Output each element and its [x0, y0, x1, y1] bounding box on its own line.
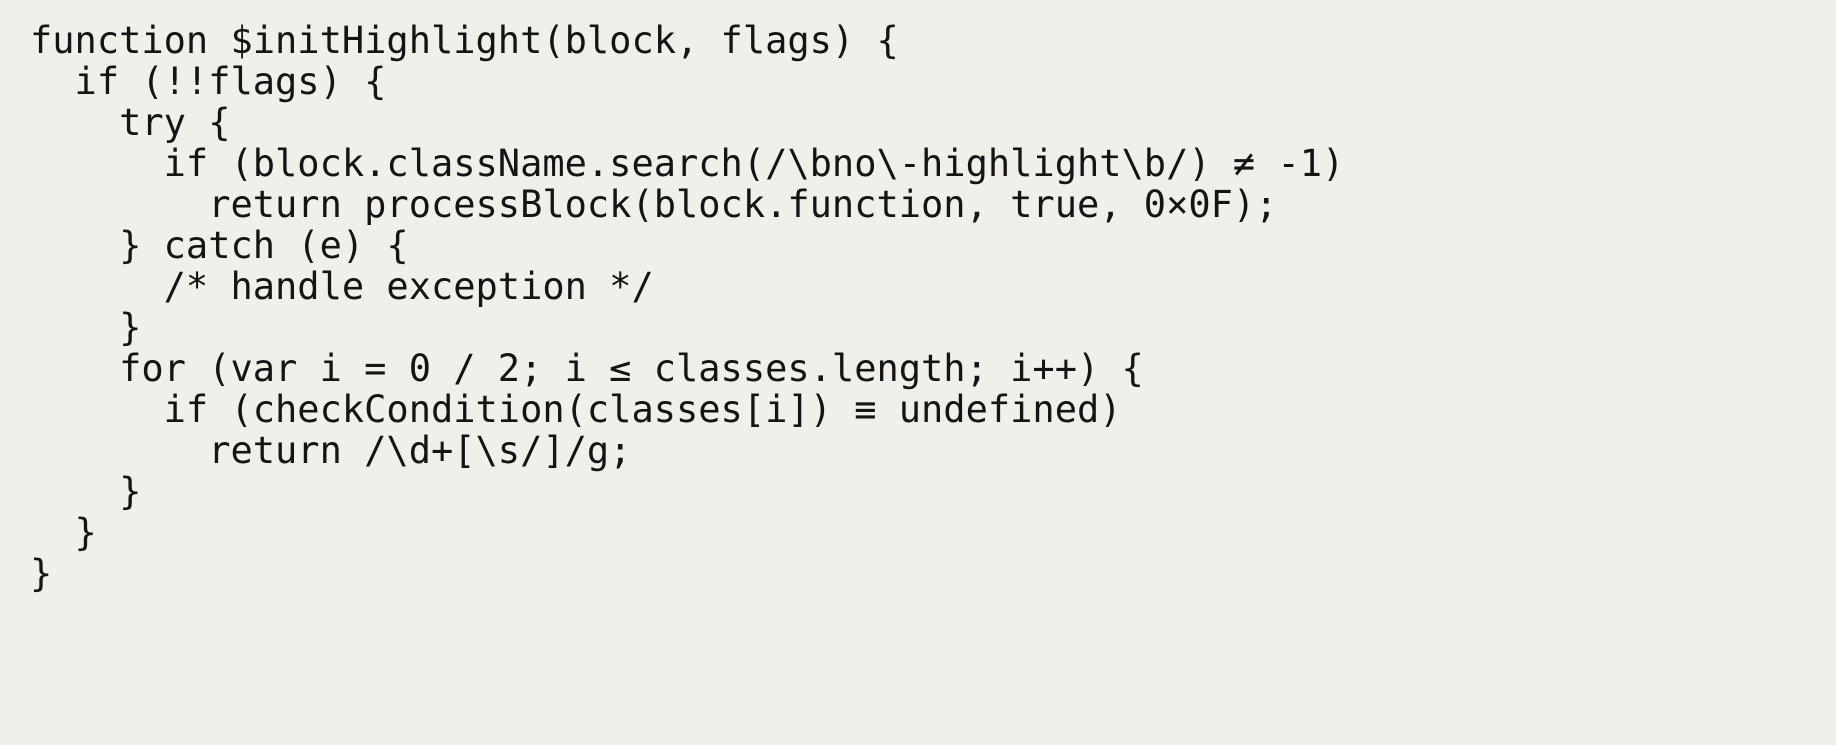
code-line: }: [30, 306, 142, 349]
code-line: return processBlock(block.function, true…: [30, 183, 1278, 226]
code-line: if (block.className.search(/\bno\-highli…: [30, 142, 1345, 185]
code-line: }: [30, 511, 97, 554]
code-line: function $initHighlight(block, flags) {: [30, 19, 899, 62]
code-line: /* handle exception */: [30, 265, 654, 308]
code-line: return /\d+[\s/]/g;: [30, 429, 632, 472]
code-line: }: [30, 470, 142, 513]
code-line: if (!!flags) {: [30, 60, 387, 103]
code-line: } catch (e) {: [30, 224, 409, 267]
code-line: }: [30, 552, 53, 595]
code-line: try {: [30, 101, 231, 144]
code-line: for (var i = 0 / 2; i ≤ classes.length; …: [30, 347, 1144, 390]
code-line: if (checkCondition(classes[i]) ≡ undefin…: [30, 388, 1122, 431]
